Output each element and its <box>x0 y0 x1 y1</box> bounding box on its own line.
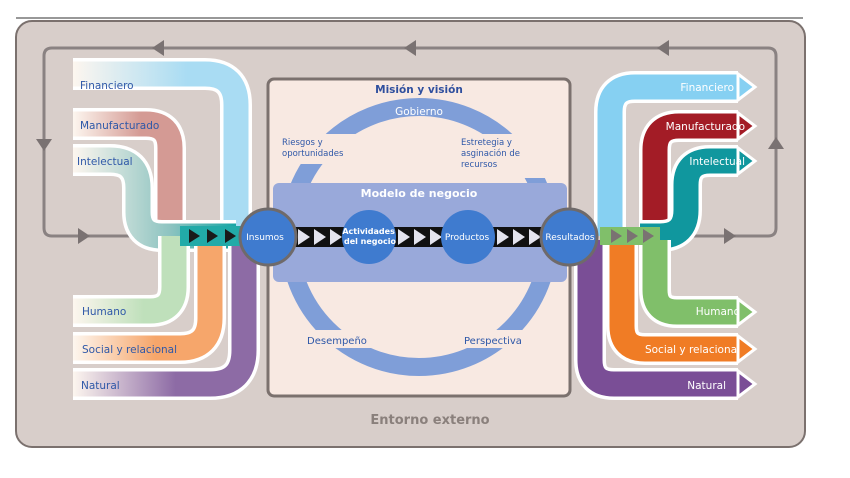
external-environment-label: Entorno externo <box>370 413 489 428</box>
arrow-left-icon <box>404 40 416 56</box>
output-arrowhead-financiero <box>736 70 758 104</box>
svg-text:Resultados: Resultados <box>545 233 595 243</box>
input-capitals: Financiero Manufacturado Intelectual Hum… <box>73 58 260 400</box>
node-insumos: Insumos <box>238 207 298 267</box>
output-label-humano: Humano <box>696 306 740 318</box>
business-model-title: Modelo de negocio <box>361 187 478 200</box>
arrow-left-icon <box>657 40 669 56</box>
input-label-intelectual: Intelectual <box>77 156 133 168</box>
output-arrowhead-humano <box>736 295 758 329</box>
node-productos: Productos <box>441 210 495 264</box>
output-label-manufacturado: Manufacturado <box>666 121 745 133</box>
svg-text:Actividades del negocio: Actividades del negocio <box>342 227 397 246</box>
output-arrowhead-manufacturado <box>736 109 758 143</box>
arrow-right-icon <box>78 228 90 244</box>
svg-text:Productos: Productos <box>445 233 490 243</box>
arrow-left-icon <box>152 40 164 56</box>
input-label-social: Social y relacional <box>82 344 177 356</box>
output-label-intelectual: Intelectual <box>689 156 745 168</box>
arrow-down-icon <box>36 139 52 151</box>
output-label-natural: Natural <box>687 380 726 392</box>
mission-vision-title: Misión y visión <box>375 84 463 96</box>
input-label-natural: Natural <box>81 380 120 392</box>
output-label-financiero: Financiero <box>680 82 734 94</box>
output-capitals: Financiero Manufacturado Intelectual Hum… <box>574 70 758 401</box>
input-label-humano: Humano <box>82 306 126 318</box>
output-label-social: Social y relacional <box>645 344 740 356</box>
governance-label: Gobierno <box>395 106 443 118</box>
output-arrowhead-social <box>736 332 758 366</box>
output-arrowhead-intelectual <box>736 144 758 178</box>
input-label-manufacturado: Manufacturado <box>80 120 159 132</box>
input-chevrons <box>189 229 236 243</box>
feedback-arrowheads <box>36 40 784 244</box>
risks-label: Riesgos y oportunidades <box>282 138 344 159</box>
output-arrowhead-natural <box>736 367 758 401</box>
strategy-label: Estretegia y asginación de recursos <box>461 138 523 170</box>
node-resultados: Resultados <box>539 207 599 267</box>
node-actividades: Actividades del negocio <box>342 210 397 264</box>
arrow-right-icon <box>724 228 736 244</box>
process-chevrons <box>298 229 541 245</box>
performance-label: Desempeño <box>307 336 367 347</box>
arrow-up-icon <box>768 137 784 149</box>
output-chevrons <box>611 229 654 243</box>
svg-text:Insumos: Insumos <box>246 233 284 243</box>
outlook-label: Perspectiva <box>464 336 522 347</box>
input-label-financiero: Financiero <box>80 80 134 92</box>
